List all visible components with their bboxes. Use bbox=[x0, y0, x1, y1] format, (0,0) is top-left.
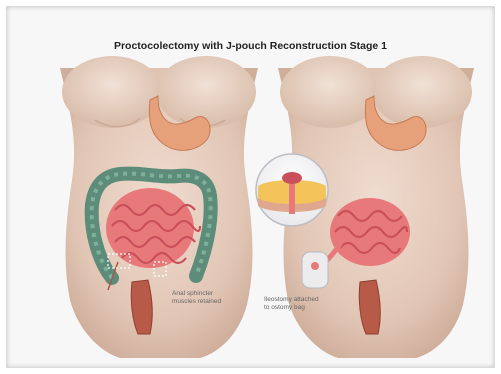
left-breast-right bbox=[156, 56, 256, 128]
label-ileostomy-line2: to ostomy bag bbox=[264, 304, 319, 312]
label-ileostomy: Ileostomy attached to ostomy bag bbox=[264, 296, 319, 311]
label-anal-sphincter-line2: muscles retained bbox=[172, 298, 221, 306]
label-ileostomy-line1: Ileostomy attached bbox=[264, 296, 319, 304]
right-breast-right bbox=[372, 56, 472, 128]
right-breast-left bbox=[280, 56, 380, 128]
label-anal-sphincter-line1: Anal sphincter bbox=[172, 290, 221, 298]
label-anal-sphincter: Anal sphincter muscles retained bbox=[172, 290, 221, 305]
left-breast-left bbox=[62, 56, 162, 128]
magnified-stoma-view bbox=[256, 154, 328, 226]
